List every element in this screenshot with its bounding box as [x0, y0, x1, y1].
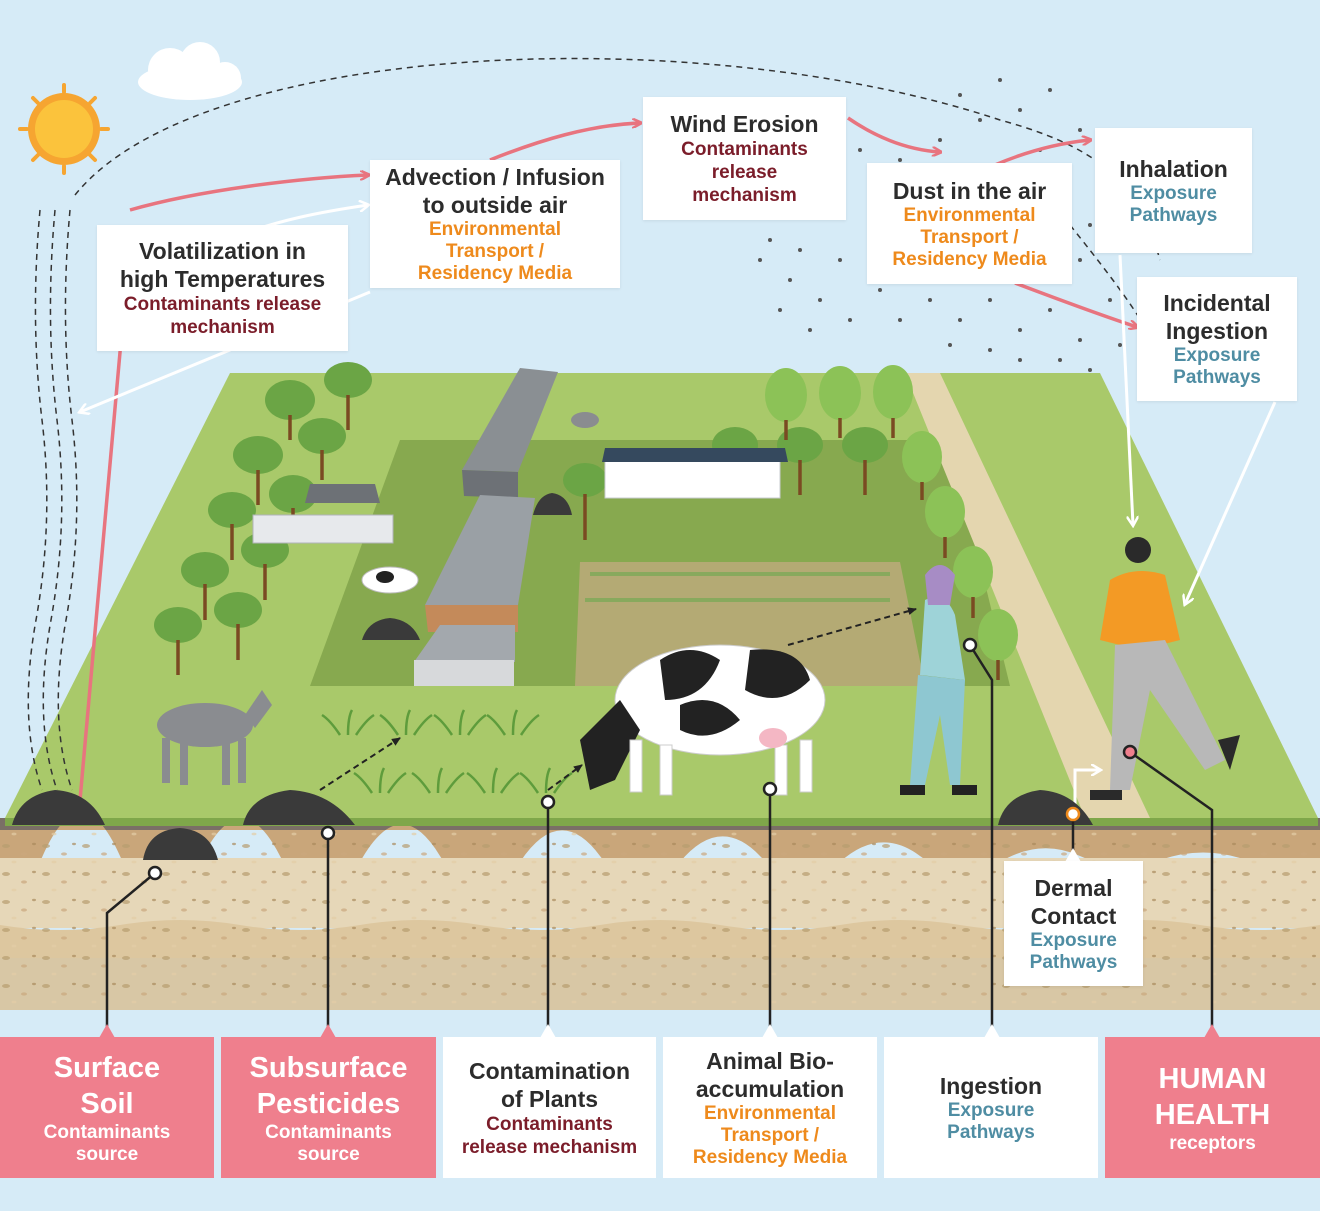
- animal-bioaccumulation-panel: Animal Bio- accumulation Environmental T…: [663, 1037, 877, 1178]
- house-icon: [252, 448, 788, 544]
- volatilization-subtitle: Contaminants release mechanism: [123, 294, 322, 338]
- panel-tabs: [99, 848, 1220, 1038]
- ingestion-subtitle: Exposure Pathways: [947, 1099, 1035, 1143]
- dust-title: Dust in the air: [892, 177, 1047, 204]
- human-health-panel: HUMAN HEALTH receptors: [1105, 1037, 1320, 1178]
- surface-soil-subtitle: Contaminants source: [43, 1121, 171, 1165]
- incidental-ingestion-title: Incidental Ingestion: [1163, 290, 1271, 344]
- incidental-ingestion-subtitle: Exposure Pathways: [1173, 345, 1261, 388]
- subsurface-pesticides-subtitle: Contaminants source: [265, 1121, 392, 1165]
- plant-icon: [321, 709, 573, 794]
- volatilization-title: Volatilization in high Temperatures: [119, 238, 326, 292]
- soil-pile-icon: [12, 493, 1093, 860]
- transfer-arrows: [319, 607, 917, 791]
- human-health-subtitle: receptors: [1169, 1132, 1256, 1154]
- human-health-title: HUMAN HEALTH: [1154, 1062, 1271, 1131]
- contamination-of-plants-panel: Contamination of Plants Contaminants rel…: [443, 1037, 656, 1178]
- dermal-contact-box: Dermal Contact Exposure Pathways: [1004, 861, 1143, 986]
- advection-title: Advection / Infusion to outside air: [385, 164, 605, 218]
- ingestion-panel: Ingestion Exposure Pathways: [884, 1037, 1098, 1178]
- surface-soil-title: Surface Soil: [53, 1051, 161, 1120]
- man-icon: [1090, 537, 1240, 800]
- sun-icon: [18, 83, 110, 175]
- inhalation-box: Inhalation Exposure Pathways: [1095, 128, 1252, 253]
- contamination-of-plants-subtitle: Contaminants release mechanism: [461, 1113, 638, 1158]
- woman-icon: [900, 565, 977, 795]
- cloud-icon: [138, 42, 242, 100]
- tree-icon: [154, 362, 1018, 680]
- dust-box: Dust in the air Environmental Transport …: [867, 163, 1072, 284]
- leader-dots: [147, 637, 1138, 881]
- wind-erosion-title: Wind Erosion: [670, 111, 819, 137]
- cow-icon: [361, 566, 826, 796]
- animal-bioaccumulation-title: Animal Bio- accumulation: [695, 1047, 845, 1102]
- heat-waves: [27, 209, 78, 791]
- volatilization-box: Volatilization in high Temperatures Cont…: [97, 225, 348, 351]
- wind-erosion-subtitle: Contaminants release mechanism: [681, 139, 808, 206]
- animal-bioaccumulation-subtitle: Environmental Transport / Residency Medi…: [692, 1102, 848, 1168]
- inhalation-title: Inhalation: [1119, 155, 1228, 182]
- inhalation-subtitle: Exposure Pathways: [1129, 182, 1218, 226]
- subsurface-pesticides-panel: Subsurface Pesticides Contaminants sourc…: [221, 1037, 436, 1178]
- wind-erosion-box: Wind Erosion Contaminants release mechan…: [643, 97, 846, 220]
- ingestion-title: Ingestion: [939, 1072, 1043, 1099]
- donkey-icon: [157, 412, 599, 785]
- contamination-of-plants-title: Contamination of Plants: [469, 1057, 630, 1112]
- crop-rows: [585, 572, 890, 602]
- subsurface-pesticides-title: Subsurface Pesticides: [249, 1051, 408, 1120]
- dust-subtitle: Environmental Transport / Residency Medi…: [892, 204, 1047, 270]
- dermal-contact-subtitle: Exposure Pathways: [1029, 929, 1118, 973]
- barn-icon: [414, 368, 558, 686]
- advection-subtitle: Environmental Transport / Residency Medi…: [417, 219, 573, 284]
- advection-box: Advection / Infusion to outside air Envi…: [370, 160, 620, 288]
- dermal-contact-title: Dermal Contact: [1030, 874, 1117, 929]
- incidental-ingestion-box: Incidental Ingestion Exposure Pathways: [1137, 277, 1297, 401]
- surface-soil-panel: Surface Soil Contaminants source: [0, 1037, 214, 1178]
